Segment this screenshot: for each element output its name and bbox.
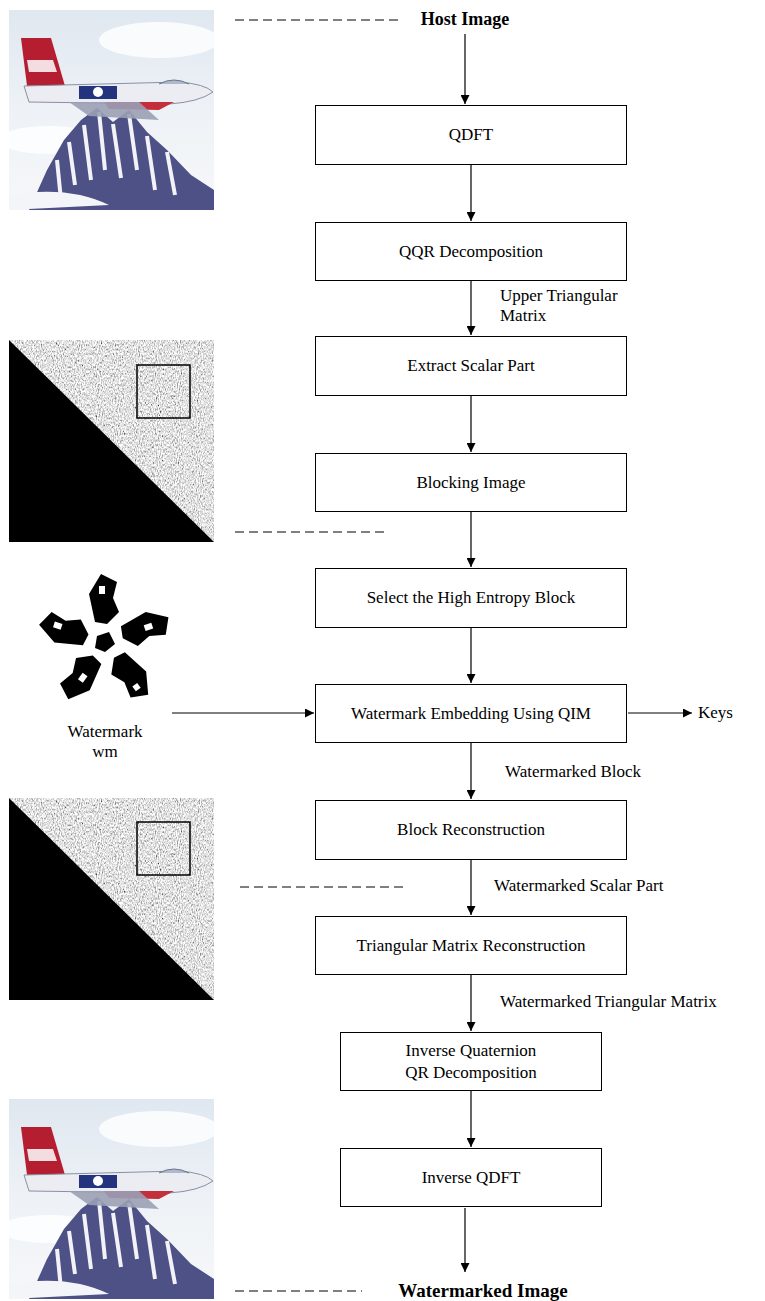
process-box: QQR Decomposition: [315, 222, 627, 281]
host-image: [0, 10, 219, 210]
watermarked-image: [0, 1099, 219, 1299]
process-box: Inverse QDFT: [340, 1148, 602, 1207]
edge-label: Watermarked Block: [505, 762, 641, 782]
flow-connector: [470, 743, 471, 799]
flow-connector: [470, 512, 471, 567]
box-label: Select the High Entropy Block: [367, 587, 576, 608]
annotation-label: Keys: [698, 703, 733, 723]
box-label: Inverse Quaternion QR Decomposition: [396, 1040, 546, 1083]
box-label: Block Reconstruction: [397, 819, 545, 840]
box-label: QDFT: [449, 124, 493, 145]
process-box: Inverse Quaternion QR Decomposition: [340, 1032, 602, 1091]
process-box: Select the High Entropy Block: [315, 568, 627, 628]
process-box: Blocking Image: [315, 453, 627, 512]
flow-connector: [470, 1091, 471, 1147]
flow-arrow: [172, 34, 692, 1272]
flow-connector: [470, 281, 471, 335]
dashed-leader: [235, 20, 405, 1291]
process-box: QDFT: [315, 105, 627, 165]
edge-label: Watermarked Scalar Part: [494, 876, 664, 896]
box-label: Watermark Embedding Using QIM: [351, 703, 591, 724]
scalar-part-image: [9, 340, 214, 542]
annotation-label: Watermarked Image: [368, 1280, 598, 1301]
box-label: QQR Decomposition: [399, 241, 543, 262]
watermark-logo: [35, 574, 174, 706]
box-label: Blocking Image: [416, 472, 525, 493]
flow-connector: [470, 860, 471, 915]
edge-label: Upper Triangular Matrix: [500, 286, 635, 327]
annotation-label: Host Image: [380, 9, 550, 31]
process-box: Triangular Matrix Reconstruction: [315, 916, 627, 975]
watermarked-scalar-image: [9, 798, 214, 1000]
flow-connector: [470, 396, 471, 452]
box-label: Inverse QDFT: [422, 1167, 521, 1188]
edge-label: Watermarked Triangular Matrix: [500, 992, 717, 1012]
process-box: Block Reconstruction: [315, 800, 627, 860]
annotation-label: Watermark wm: [55, 722, 155, 763]
process-box: Extract Scalar Part: [315, 336, 627, 396]
flow-connector: [470, 975, 471, 1031]
flow-connector: [470, 165, 471, 221]
box-label: Triangular Matrix Reconstruction: [357, 935, 586, 956]
process-box: Watermark Embedding Using QIM: [315, 684, 627, 743]
flow-connector: [470, 628, 471, 683]
box-label: Extract Scalar Part: [407, 355, 534, 376]
